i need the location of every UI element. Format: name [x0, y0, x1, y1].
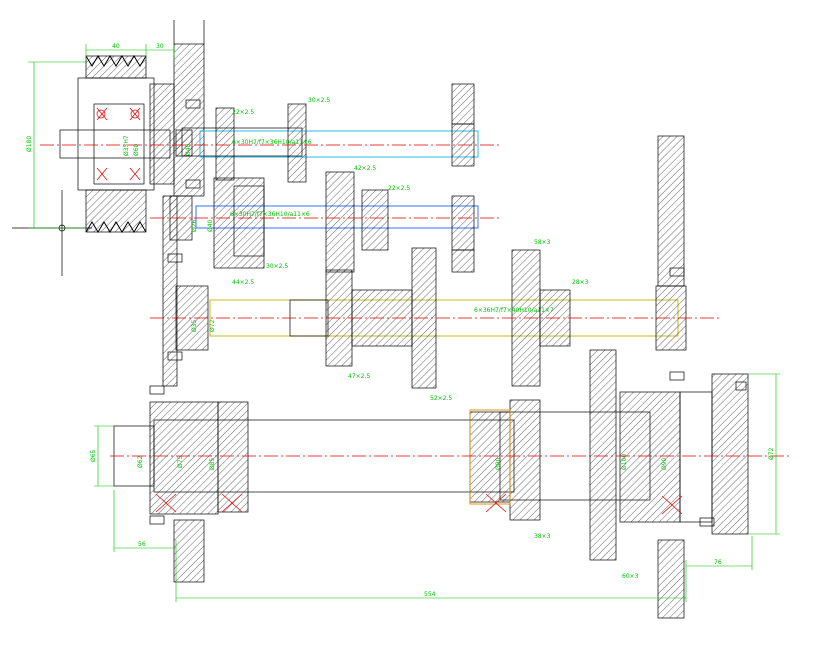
gear-label: 58×3 [534, 239, 551, 246]
bearing-label: Ø90 [661, 457, 668, 470]
dim-pulley-height: Ø180 [26, 136, 33, 152]
bearing-label: Ø62 [137, 455, 144, 468]
bearing-label: Ø60 [133, 143, 140, 156]
gear-label: 42×2.5 [354, 165, 376, 172]
gear-label: 44×2.5 [232, 279, 254, 286]
gear-label: 30×2.5 [308, 97, 330, 104]
bearing-label: Ø72 [209, 319, 216, 332]
shaft-second [169, 171, 479, 273]
v-belt-pulley [59, 55, 175, 233]
dim-overall-length: 554 [424, 591, 436, 598]
dim-right-offset: 76 [714, 559, 722, 566]
bearing-labels: Ø35H7 Ø40 Ø60 Ø26 Ø40 Ø35 Ø72 Ø62 Ø75 Ø8… [123, 135, 668, 470]
gear-label: 22×2.5 [232, 109, 254, 116]
housing-wall-left-upper [173, 43, 205, 197]
housing-walls [162, 20, 685, 619]
gear-label: 52×2.5 [430, 395, 452, 402]
bearing-label: Ø75 [177, 455, 184, 468]
bearing-label: Ø35 [191, 319, 198, 332]
housing-wall-middle-lower [451, 249, 475, 273]
gear-label: 38×3 [534, 533, 551, 540]
dim-spindle-left-offset: 56 [138, 541, 146, 548]
spline-labels: 6×30H7/f7×36H10/a11×6 6×30H7/f7×36H10/a1… [230, 139, 554, 314]
bearing-label: Ø35H7 [123, 135, 130, 156]
housing-wall-right-lower [657, 539, 685, 619]
shaft-input [175, 103, 479, 183]
dim-pulley-gap: 30 [156, 43, 164, 50]
housing-wall-left-lower [173, 519, 205, 583]
bearing-label: Ø100 [621, 454, 628, 470]
gear-label: 47×2.5 [348, 373, 370, 380]
housing-wall-middle [451, 83, 475, 125]
spline-label: 6×30H7/f7×36H10/a11×6 [230, 211, 310, 218]
gear-label: 22×2.5 [388, 185, 410, 192]
bearing-label: Ø85 [209, 457, 216, 470]
bearing-label: Ø80 [495, 457, 502, 470]
spindle [113, 349, 749, 561]
dim-shaft-left-diameter: Ø65 [90, 449, 97, 462]
bolts [149, 99, 747, 527]
gear-labels: 22×2.5 30×2.5 42×2.5 22×2.5 30×2.5 44×2.… [232, 97, 639, 580]
housing-wall-right-upper [657, 135, 685, 287]
dim-right-diameter: Ø72 [768, 447, 775, 460]
dimension-text: 40 30 Ø180 Ø65 56 554 76 Ø72 [26, 43, 775, 598]
gear-label: 28×3 [572, 279, 589, 286]
gear-label: 60×3 [622, 573, 639, 580]
bearing-label: Ø40 [185, 143, 192, 156]
dimension-lines [28, 44, 780, 602]
bearing-label: Ø26 [191, 219, 198, 232]
spline-label: 6×36H7/f7×40H10/a11×7 [474, 307, 554, 314]
spline-label: 6×30H7/f7×36H10/a11×6 [232, 139, 312, 146]
bearing-label: Ø40 [207, 219, 214, 232]
gear-label: 30×2.5 [266, 263, 288, 270]
dim-pulley-width: 40 [112, 43, 120, 50]
